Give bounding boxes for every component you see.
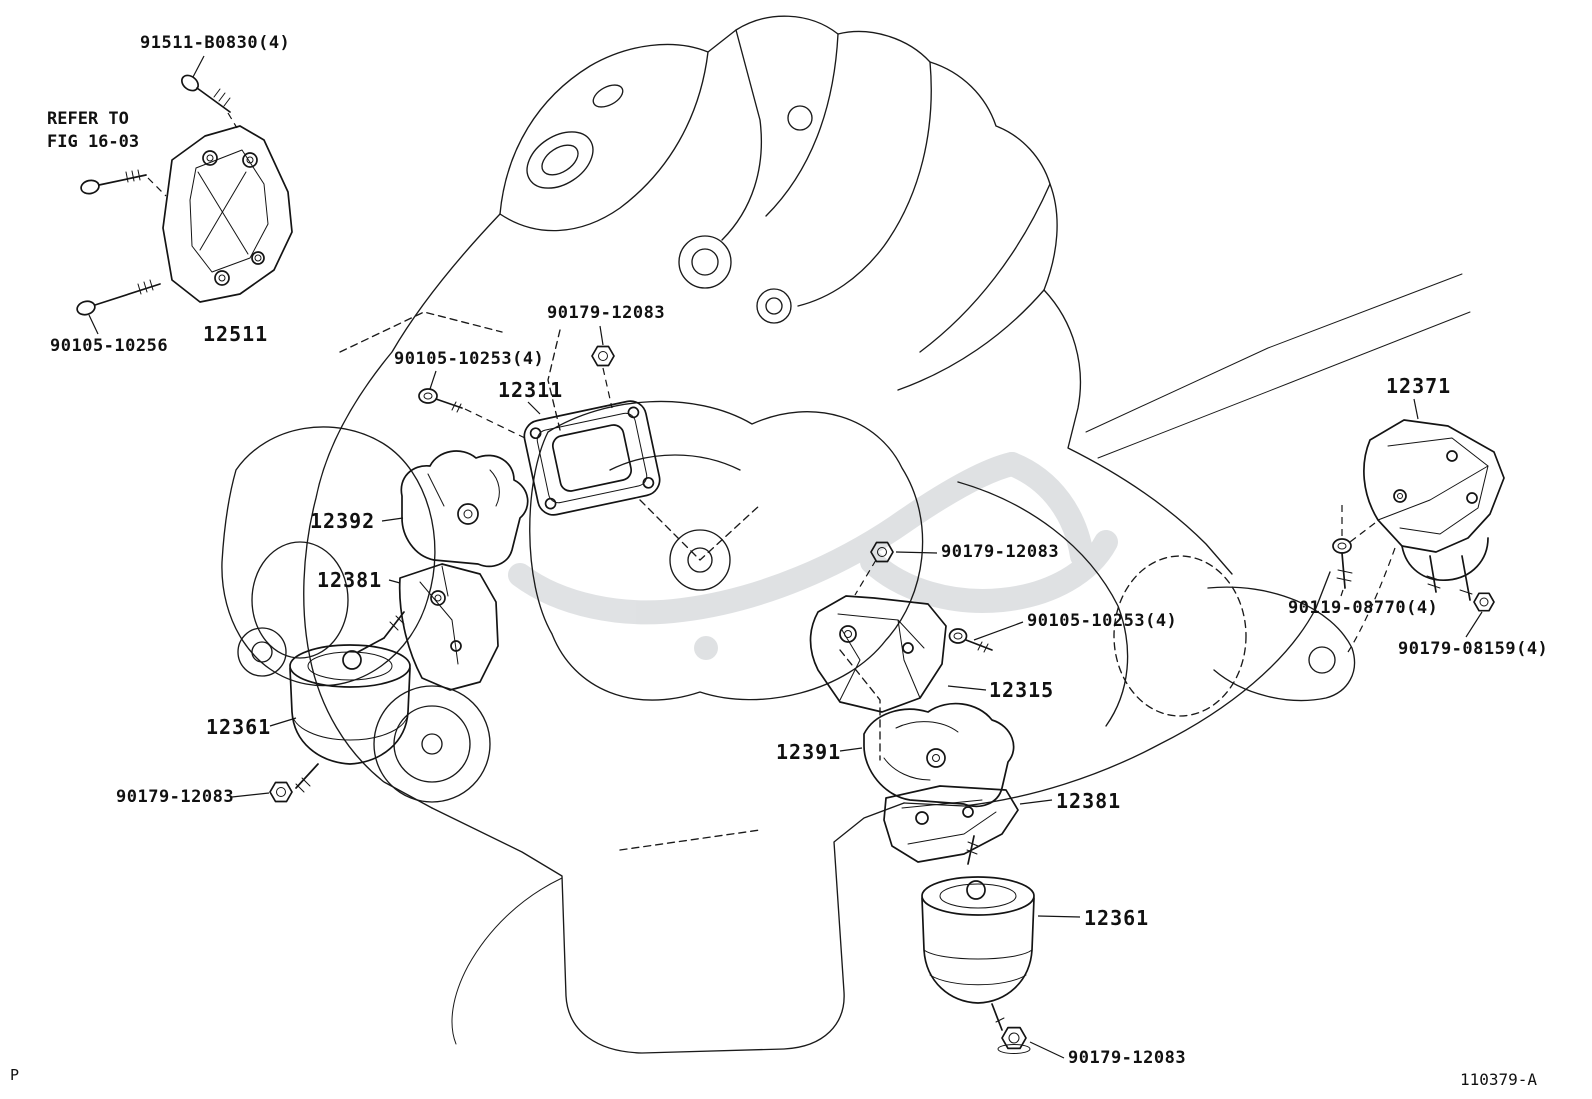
refer-note-line2: FIG 16-03 xyxy=(47,132,140,152)
refer-note-line1: REFER TO xyxy=(47,109,129,129)
label-nut-90179-12083-mid: 90179-12083 xyxy=(941,542,1060,562)
leader-lines xyxy=(88,55,1483,1059)
label-nut-90179-12083-top: 90179-12083 xyxy=(547,303,666,323)
label-insulator-12391: 12391 xyxy=(776,740,842,764)
label-bolt-90105-10253-rear: 90105-10253(4) xyxy=(1027,611,1178,631)
bracket-12381-front-drawing xyxy=(398,563,499,691)
watermark xyxy=(508,452,1118,660)
mount-12361-front-drawing xyxy=(289,611,411,793)
label-bracket-12315: 12315 xyxy=(989,678,1055,702)
label-mount-12361-front: 12361 xyxy=(206,715,272,739)
drawing-number: 110379-A xyxy=(1460,1070,1538,1089)
label-nut-90179-08159: 90179-08159(4) xyxy=(1398,639,1549,659)
mount-12371-drawing xyxy=(1347,419,1505,653)
label-mount-12361-rear: 12361 xyxy=(1084,906,1150,930)
insulator-12391-drawing xyxy=(863,702,1015,808)
label-gasket-12311: 12311 xyxy=(498,378,564,402)
mount-12361-rear-drawing xyxy=(921,835,1035,1031)
nut-90179-12083-rear-icon xyxy=(997,1026,1031,1054)
bracket-12511-drawing xyxy=(162,125,293,303)
page-letter: P xyxy=(10,1066,20,1084)
label-bracket-12381-front: 12381 xyxy=(317,568,383,592)
bracket-12315-drawing xyxy=(809,595,947,713)
bolt-91511-icon xyxy=(181,74,238,129)
bolt-90105-10253-front-icon xyxy=(418,388,526,439)
bracket-12381-rear-drawing xyxy=(883,785,1019,863)
label-bolt-91511-b0830: 91511-B0830(4) xyxy=(140,33,291,53)
label-insulator-12392: 12392 xyxy=(310,509,376,533)
bolt-90119-08770-icon xyxy=(1332,505,1353,589)
label-mount-12371: 12371 xyxy=(1386,374,1452,398)
nut-90179-12083-front-icon xyxy=(269,781,293,803)
label-nut-90179-12083-front: 90179-12083 xyxy=(116,787,235,807)
nut-90179-12083-mid-icon xyxy=(854,541,894,596)
refer-note: REFER TO FIG 16-03 xyxy=(47,108,139,154)
bolt-refer-fig-icon xyxy=(80,169,167,197)
nut-90179-12083-top-icon xyxy=(591,345,615,409)
bolt-90105-10253-rear-icon xyxy=(948,628,993,653)
engine-outline xyxy=(221,15,1471,1054)
label-nut-90179-12083-rear: 90179-12083 xyxy=(1068,1048,1187,1068)
label-bolt-90119-08770: 90119-08770(4) xyxy=(1288,598,1439,618)
label-bolt-90105-10256: 90105-10256 xyxy=(50,336,169,356)
label-bracket-12511: 12511 xyxy=(203,322,269,346)
label-bracket-12381-rear: 12381 xyxy=(1056,789,1122,813)
insulator-12392-drawing xyxy=(400,450,529,568)
nut-90179-08159-icon xyxy=(1473,592,1495,612)
bolt-90105-10256-icon xyxy=(76,279,161,316)
label-bolt-90105-10253-front: 90105-10253(4) xyxy=(394,349,545,369)
gasket-12311-drawing xyxy=(523,400,661,516)
